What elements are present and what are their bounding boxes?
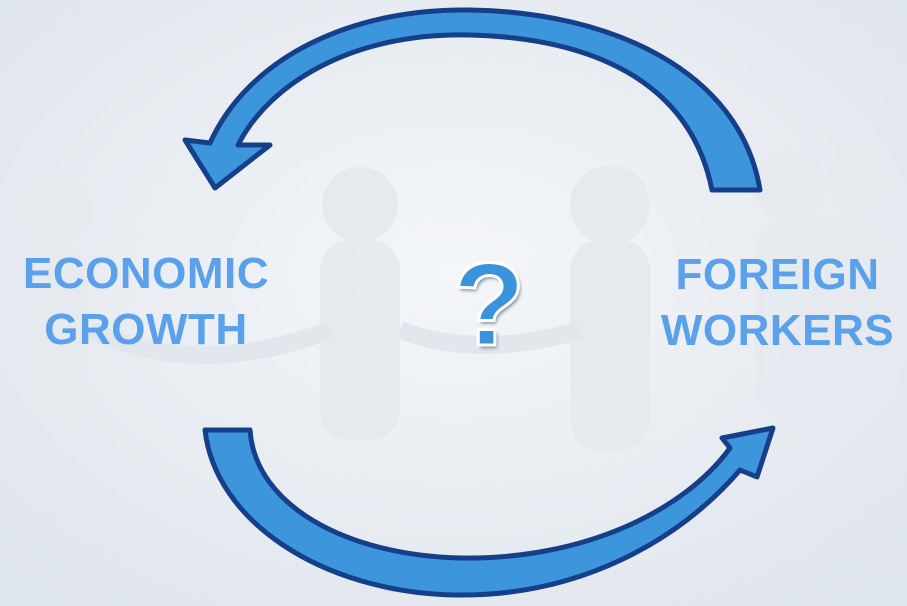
left-label-line-2: GROWTH	[44, 305, 248, 354]
right-label-line-2: WORKERS	[660, 306, 895, 355]
question-mark-symbol: ?	[451, 239, 526, 372]
question-mark-icon: ?	[434, 239, 544, 372]
bottom-curved-arrow	[202, 425, 776, 598]
economic-growth-label: ECONOMIC GROWTH	[6, 246, 286, 358]
top-curved-arrow	[182, 7, 763, 193]
left-label-line-1: ECONOMIC	[23, 249, 269, 298]
foreign-workers-label: FOREIGN WORKERS	[650, 247, 905, 359]
right-label-line-1: FOREIGN	[675, 250, 880, 299]
